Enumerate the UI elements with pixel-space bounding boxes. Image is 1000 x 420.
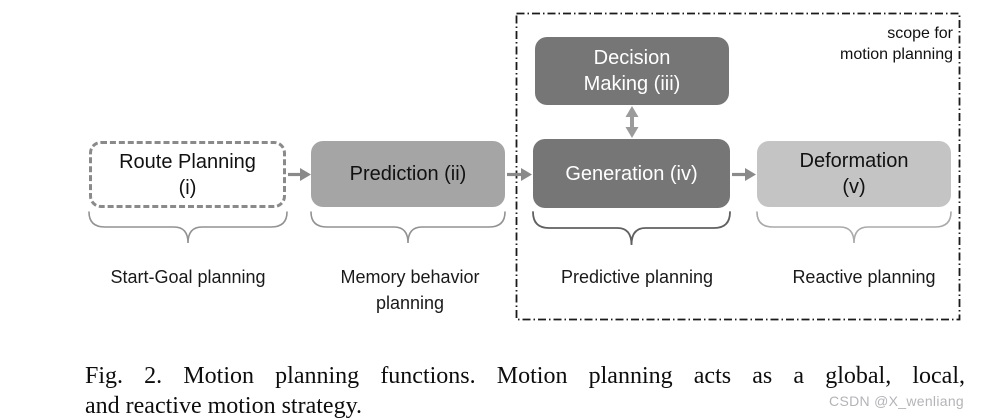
- box-decision-making-line2: Making (iii): [583, 73, 681, 95]
- scope-boundary-dashed-rect: [515, 12, 961, 321]
- brace-start-goal: [88, 211, 288, 244]
- box-route-planning-line2: (i): [178, 176, 197, 199]
- arrow-decision-generation-bidirectional: [625, 106, 639, 138]
- figure-caption-line1: Fig. 2. Motion planning functions. Motio…: [85, 363, 965, 389]
- csdn-watermark: CSDN @X_wenliang: [829, 393, 964, 409]
- box-deformation-line2: (v): [842, 176, 866, 198]
- box-decision-making-line1: Decision: [593, 47, 671, 69]
- label-start-goal-planning: Start-Goal planning: [110, 267, 266, 287]
- box-route-planning-line1: Route Planning: [119, 150, 256, 173]
- box-deformation: Deformation (v): [757, 141, 951, 207]
- brace-reactive: [756, 211, 952, 244]
- arrow-prediction-to-generation: [507, 168, 532, 181]
- box-decision-making: Decision Making (iii): [535, 37, 729, 105]
- box-generation-label: Generation (iv): [565, 162, 698, 185]
- brace-predictive: [532, 211, 731, 246]
- label-memory-behavior-planning: Memory behavior planning: [340, 267, 480, 313]
- figure-caption-line2: and reactive motion strategy.: [85, 393, 363, 419]
- figure-caption: Fig. 2. Motion planning functions. Motio…: [85, 361, 965, 420]
- box-prediction: Prediction (ii): [311, 141, 505, 207]
- box-prediction-label: Prediction (ii): [349, 163, 467, 185]
- scope-note-label: scope for motion planning: [840, 25, 953, 63]
- label-predictive-planning: Predictive planning: [560, 267, 714, 287]
- arrow-generation-to-deformation: [732, 168, 756, 181]
- arrow-route-to-prediction: [288, 168, 311, 181]
- box-deformation-line1: Deformation: [799, 150, 909, 172]
- brace-memory-behavior: [310, 211, 506, 244]
- box-generation: Generation (iv): [533, 139, 730, 208]
- label-reactive-planning: Reactive planning: [792, 267, 936, 287]
- box-route-planning: Route Planning (i): [89, 141, 286, 208]
